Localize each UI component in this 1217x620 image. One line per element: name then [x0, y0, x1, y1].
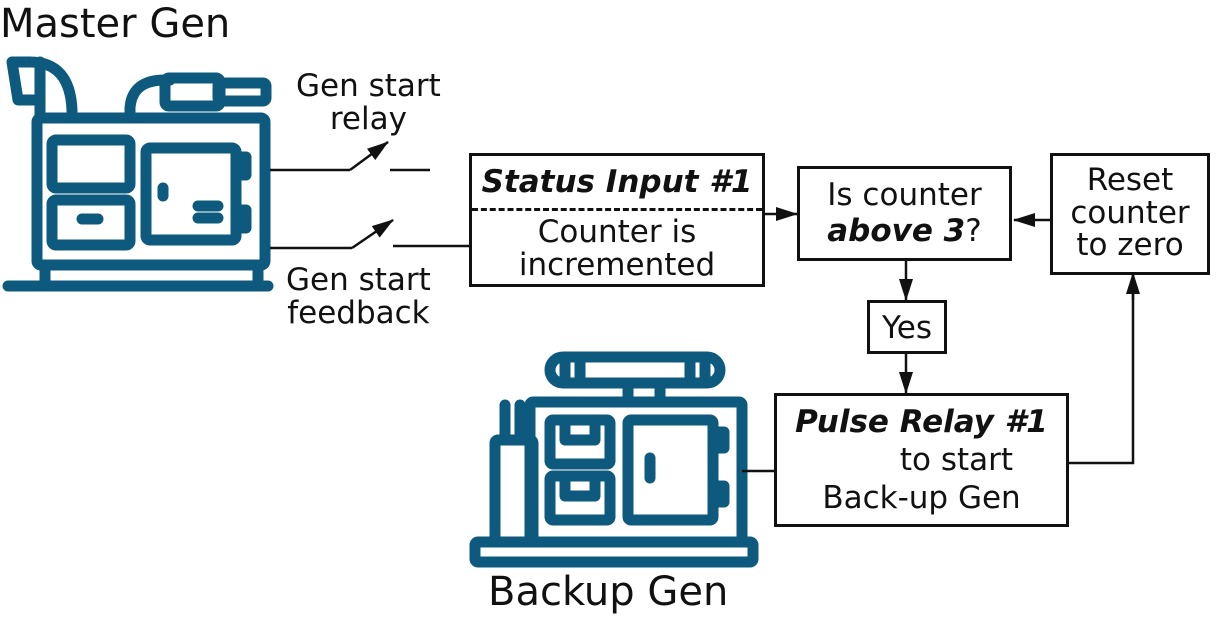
master-gen-title: Master Gen	[0, 1, 231, 47]
is-counter-suffix: ?	[965, 213, 982, 249]
pulse-line1: to start	[899, 442, 1014, 478]
is-counter-line2: above 3?	[800, 215, 1009, 248]
backup-generator-icon	[469, 351, 759, 568]
reset-line2: counter	[1070, 194, 1190, 231]
feedback-label-line1: Gen start	[286, 262, 431, 298]
yes-box: Yes	[867, 300, 947, 354]
master-generator-icon	[2, 56, 274, 292]
relay-label-line1: Gen start	[296, 68, 441, 104]
status-input-box: Status Input #1 Counter is incremented	[469, 153, 765, 287]
pulse-relay-header: Pulse Relay #1	[795, 404, 1048, 440]
reset-line1: Reset	[1086, 162, 1174, 198]
dashed-divider	[472, 208, 762, 211]
status-body-line1: Counter is	[537, 214, 697, 250]
backup-gen-title: Backup Gen	[488, 569, 729, 615]
status-input-header: Status Input #1	[481, 164, 753, 200]
is-counter-line1: Is counter	[827, 177, 982, 213]
reset-counter-box: Reset counter to zero	[1050, 153, 1210, 275]
is-counter-bold: above 3	[827, 213, 966, 249]
gen-start-feedback-label: Gen start feedback	[286, 264, 431, 329]
status-input-body: Counter is incremented	[472, 216, 762, 281]
reset-text: Reset counter to zero	[1053, 164, 1207, 262]
feedback-label-line2: feedback	[287, 294, 430, 331]
status-body-line2: incremented	[518, 246, 716, 283]
pulse-line2: Back-up Gen	[822, 480, 1021, 516]
reset-line3: to zero	[1076, 227, 1184, 264]
yes-label: Yes	[881, 310, 933, 346]
relay-label-line2: relay	[329, 100, 407, 137]
is-counter-box: Is counter above 3?	[797, 166, 1012, 261]
pulse-relay-box: Pulse Relay #1 to start Back-up Gen	[774, 393, 1069, 527]
gen-start-relay-label: Gen start relay	[296, 70, 441, 135]
